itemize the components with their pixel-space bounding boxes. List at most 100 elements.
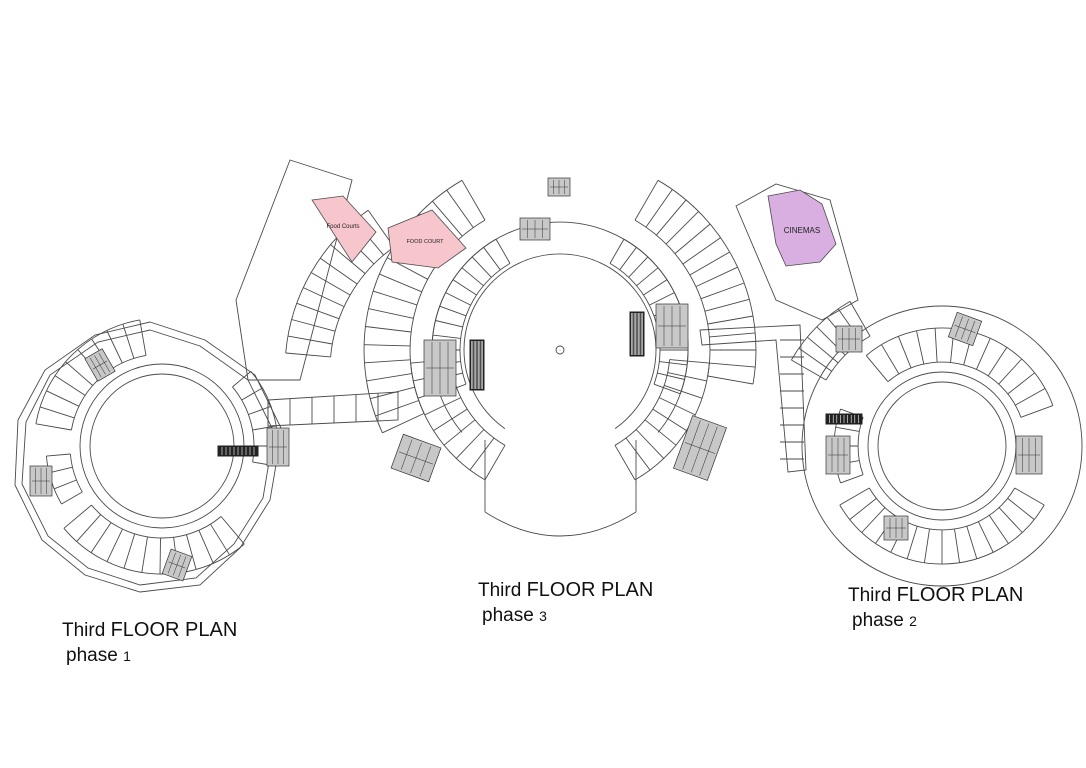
phase3-core-southeast [673, 415, 727, 481]
shop-partition [1020, 405, 1054, 418]
shop-partition [707, 375, 754, 385]
shop-partition [659, 361, 688, 366]
shop-partition [667, 372, 707, 382]
phase-word: phase [852, 610, 904, 631]
shop-partition [364, 344, 411, 347]
shop-partition [445, 292, 471, 306]
shop-partition [634, 180, 659, 221]
phase1-atrium [89, 373, 235, 519]
shop-band-outer [657, 179, 757, 385]
shop-partition [664, 384, 703, 399]
shop-partition [461, 267, 484, 287]
shop-partition [635, 429, 665, 459]
shop-partition [379, 273, 422, 293]
shop-band-inner [868, 487, 1016, 531]
shop-partition [248, 405, 272, 415]
phase3-phase2-north-link [735, 183, 859, 321]
shop-partition [700, 282, 745, 300]
shop-band-inner [887, 361, 1022, 418]
shop-partition [656, 199, 687, 236]
shop-partition [709, 332, 756, 338]
phase1-core-north [84, 348, 116, 382]
shop-partition [840, 474, 864, 484]
phase2-core-north [947, 311, 983, 347]
phase2-corridor-edge [867, 371, 1017, 521]
plan-caption-phase3: Third FLOOR PLAN phase 3 [478, 580, 653, 625]
food-court-label: FOOD COURT [407, 239, 445, 245]
shop-partition [665, 211, 699, 245]
shop-partition [443, 419, 476, 446]
core-detail [954, 325, 976, 333]
shop-partition [484, 445, 506, 481]
shop-partition [369, 386, 415, 400]
phase3-atrium-edge [463, 253, 657, 429]
shop-partition [861, 507, 886, 533]
shop-partition [106, 528, 123, 562]
shop-band-inner [330, 246, 395, 357]
shop-partition [106, 330, 123, 364]
shop-partition [364, 359, 411, 364]
phase3-core-west [423, 339, 457, 397]
shop-partition [1015, 388, 1046, 406]
shop-partition [975, 338, 991, 370]
service-cores [29, 177, 1043, 582]
shop-partition [669, 359, 710, 364]
shop-partition [897, 336, 912, 369]
shop-partition [906, 526, 918, 559]
shop-partition [461, 180, 486, 221]
plan-caption-phase1: Third FLOOR PLAN phase 1 [62, 620, 237, 665]
shop-partition [76, 514, 102, 542]
phase-word: phase [66, 645, 118, 666]
shop-partition [432, 200, 463, 237]
shop-partition [122, 323, 135, 359]
phase1-outline [14, 321, 283, 593]
shop-partition [65, 361, 93, 386]
shop-partition [54, 479, 77, 490]
shop-partition [619, 247, 637, 271]
shop-partition [469, 437, 495, 471]
shop-partition [432, 334, 461, 339]
shop-partition [839, 487, 870, 506]
plan-caption-phase2: Third FLOOR PLAN phase 2 [848, 585, 1023, 630]
shop-partition [210, 523, 230, 556]
shop-band-inner [614, 359, 671, 446]
phase3-core-southwest [390, 433, 442, 483]
shop-band-inner [634, 219, 711, 377]
shop-partition [141, 536, 148, 573]
floor-label: FLOOR PLAN [110, 619, 238, 641]
food-court-zone [387, 209, 467, 269]
shop-partition [988, 515, 1009, 544]
shop-partition [123, 533, 136, 569]
shop-partition [252, 425, 277, 431]
phase3-core-east [655, 303, 689, 349]
highlighted-zones: Food Courts FOOD COURT CINEMAS [311, 189, 837, 269]
phase2-core-northwest [835, 325, 863, 353]
shop-partition [296, 302, 340, 320]
shop-partition [966, 526, 978, 559]
shop-partition [61, 491, 83, 505]
phase2-core-east [1015, 435, 1043, 475]
shop-band-inner [69, 453, 83, 493]
shop-partition [54, 375, 86, 396]
shop-partition [232, 371, 252, 388]
shop-partition [643, 279, 668, 296]
phase2-core-south [883, 515, 909, 541]
shop-partition [849, 498, 877, 520]
shop-partition [198, 530, 214, 564]
shop-partition [139, 319, 147, 356]
shop-partition [285, 352, 331, 358]
shop-partition [954, 529, 961, 563]
phase2-core-west [825, 435, 851, 475]
shop-partition [90, 522, 112, 553]
shop-partition [652, 408, 687, 431]
phase3-core-north [519, 217, 551, 241]
shop-partition [39, 406, 75, 419]
shop-partition [368, 308, 414, 319]
shop-partition [657, 372, 685, 380]
floor-word: Third [848, 585, 892, 606]
phase-word: phase [482, 605, 534, 626]
phase2-outer [801, 305, 1083, 587]
shop-band-inner [857, 417, 864, 475]
shop-band-outer [791, 301, 851, 361]
core-detail [684, 442, 716, 454]
